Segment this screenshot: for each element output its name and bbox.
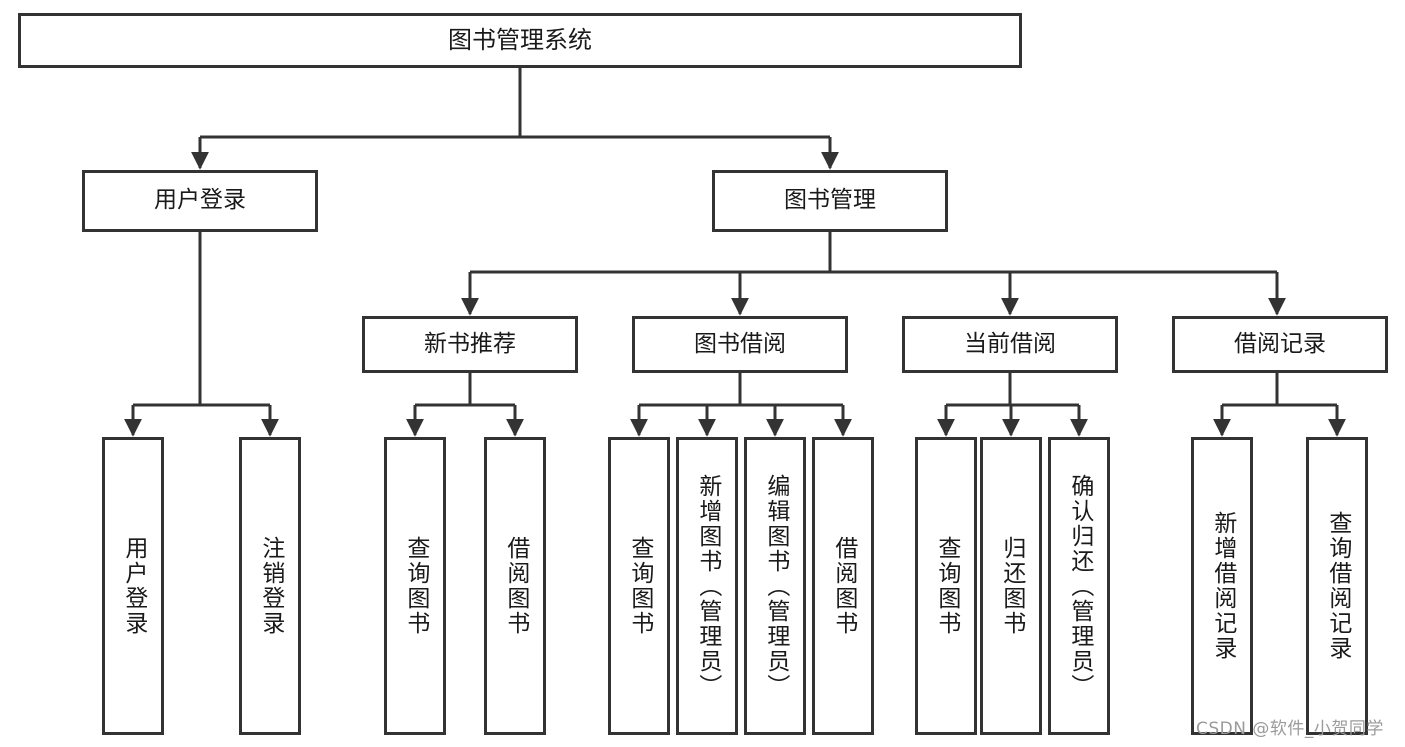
- node-label: 新增图书（管理员）: [694, 473, 721, 699]
- leaf-current-return-book[interactable]: 归还图书: [980, 437, 1042, 735]
- node-new-book-recommend[interactable]: 新书推荐: [362, 316, 578, 373]
- node-book-borrow[interactable]: 图书借阅: [632, 316, 848, 373]
- node-label: 查询借阅记录: [1324, 511, 1351, 661]
- node-user-login[interactable]: 用户登录: [82, 170, 318, 232]
- leaf-borrow-query-book[interactable]: 查询图书: [608, 437, 670, 735]
- node-label: 新增借阅记录: [1209, 511, 1236, 661]
- node-label: 图书管理: [784, 187, 876, 214]
- leaf-borrow-borrow-book[interactable]: 借阅图书: [812, 437, 874, 735]
- leaf-user-login-logout[interactable]: 注销登录: [239, 437, 301, 735]
- leaf-user-login-login[interactable]: 用户登录: [102, 437, 164, 735]
- node-label: 图书管理系统: [448, 26, 592, 55]
- leaf-current-confirm-return-admin[interactable]: 确认归还（管理员）: [1048, 437, 1110, 735]
- leaf-record-add-record[interactable]: 新增借阅记录: [1191, 437, 1253, 735]
- leaf-new-book-query[interactable]: 查询图书: [384, 437, 446, 735]
- node-label: 借阅记录: [1234, 330, 1326, 357]
- node-label: 查询图书: [402, 536, 429, 636]
- leaf-borrow-add-book-admin[interactable]: 新增图书（管理员）: [676, 437, 738, 735]
- node-label: 编辑图书（管理员）: [762, 473, 789, 699]
- node-label: 新书推荐: [424, 330, 516, 357]
- leaf-record-query-record[interactable]: 查询借阅记录: [1306, 437, 1368, 735]
- node-label: 当前借阅: [964, 330, 1056, 357]
- csdn-watermark: CSDN @软件_小贺同学: [1196, 719, 1384, 739]
- leaf-new-book-borrow[interactable]: 借阅图书: [484, 437, 546, 735]
- node-book-management[interactable]: 图书管理: [712, 170, 948, 232]
- node-label: 图书借阅: [694, 330, 786, 357]
- node-label: 确认归还（管理员）: [1066, 473, 1093, 699]
- node-label: 查询图书: [933, 536, 960, 636]
- leaf-current-query-book[interactable]: 查询图书: [915, 437, 977, 735]
- leaf-borrow-edit-book-admin[interactable]: 编辑图书（管理员）: [744, 437, 806, 735]
- node-label: 归还图书: [998, 536, 1025, 636]
- node-label: 借阅图书: [502, 536, 529, 636]
- node-borrow-record[interactable]: 借阅记录: [1172, 316, 1388, 373]
- node-label: 查询图书: [626, 536, 653, 636]
- node-label: 注销登录: [257, 536, 284, 636]
- node-current-borrow[interactable]: 当前借阅: [902, 316, 1118, 373]
- node-label: 用户登录: [120, 536, 147, 636]
- node-root-book-management-system[interactable]: 图书管理系统: [18, 13, 1022, 68]
- node-label: 用户登录: [154, 187, 246, 214]
- node-label: 借阅图书: [830, 536, 857, 636]
